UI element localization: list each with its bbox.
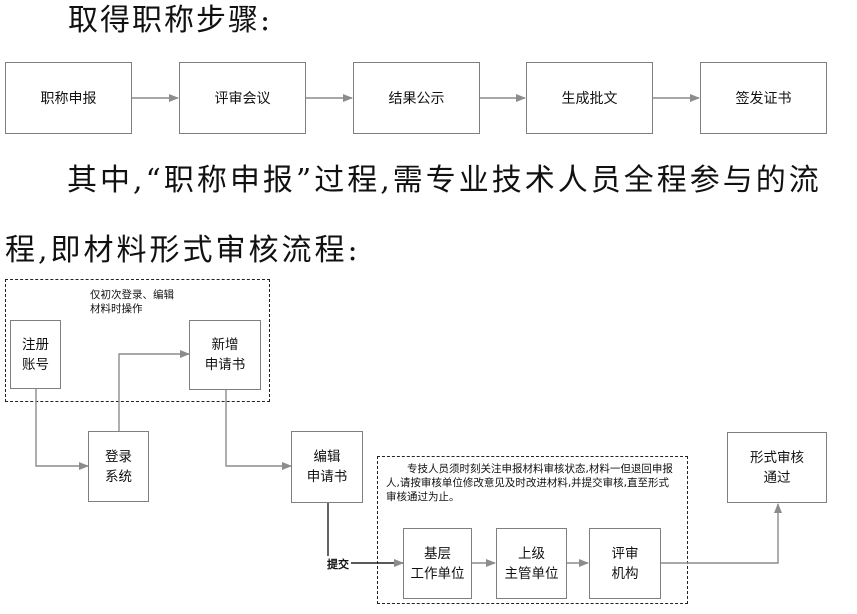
login-system-box: 登录 系统	[88, 431, 149, 502]
step-label: 签发证书	[735, 91, 792, 107]
step-title-declaration: 职称申报	[5, 62, 132, 134]
box-line: 上级	[518, 545, 545, 562]
submit-label: 提交	[325, 556, 351, 572]
box-line: 通过	[763, 469, 791, 486]
edit-application-box: 编辑 申请书	[291, 431, 363, 503]
intro-paragraph: 其中,“职称申报”过程,需专业技术人员全程参与的流 程,即材料形式审核流程:	[5, 146, 855, 286]
step-label: 评审会议	[214, 91, 271, 107]
box-line: 注册	[22, 336, 49, 353]
box-line: 申请书	[306, 469, 348, 485]
step-label: 职称申报	[40, 91, 97, 107]
review-group	[377, 456, 688, 604]
box-line: 登录	[105, 448, 132, 465]
step-generate-approval: 生成批文	[526, 62, 653, 134]
box-line: 工作单位	[410, 565, 465, 582]
box-line: 形式审核	[750, 449, 804, 466]
review-org-box: 评审 机构	[589, 528, 661, 599]
step-label: 结果公示	[388, 91, 445, 107]
box-line: 申请书	[204, 357, 246, 373]
box-line: 新增	[211, 337, 239, 353]
section-heading: 取得职称步骤:	[68, 3, 273, 38]
arrow-new-edit	[225, 390, 292, 470]
arrow-edit-submit	[327, 503, 404, 567]
first-login-group	[5, 279, 270, 402]
step-label: 生成批文	[561, 91, 618, 107]
box-line: 系统	[105, 468, 132, 485]
new-application-box: 新增 申请书	[189, 320, 261, 390]
arrow-login-new	[118, 350, 190, 431]
step-review-meeting: 评审会议	[179, 62, 306, 134]
base-unit-box: 基层 工作单位	[403, 528, 472, 599]
review-status-note: 专技人员须时刻关注申报材料审核状态,材料一但退回申报人,请按审核单位修改意见及时…	[386, 463, 673, 503]
arrow-register-login	[35, 389, 89, 470]
register-account-box: 注册 账号	[10, 320, 61, 389]
box-line: 基层	[424, 545, 451, 562]
step-result-publicity: 结果公示	[353, 62, 480, 134]
first-login-note: 仅初次登录、编辑材料时操作	[90, 289, 174, 315]
box-line: 账号	[22, 356, 49, 373]
arrow-review-passed	[661, 503, 782, 564]
paragraph-line-1: 其中,“职称申报”过程,需专业技术人员全程参与的流	[67, 163, 822, 198]
step-issue-certificate: 签发证书	[700, 62, 827, 134]
formal-review-passed-box: 形式审核 通过	[727, 432, 827, 503]
box-line: 评审	[611, 545, 639, 562]
box-line: 主管单位	[504, 565, 559, 582]
upper-unit-box: 上级 主管单位	[496, 528, 567, 599]
box-line: 机构	[611, 565, 639, 582]
paragraph-line-2: 程,即材料形式审核流程:	[5, 233, 361, 268]
box-line: 编辑	[313, 449, 341, 465]
